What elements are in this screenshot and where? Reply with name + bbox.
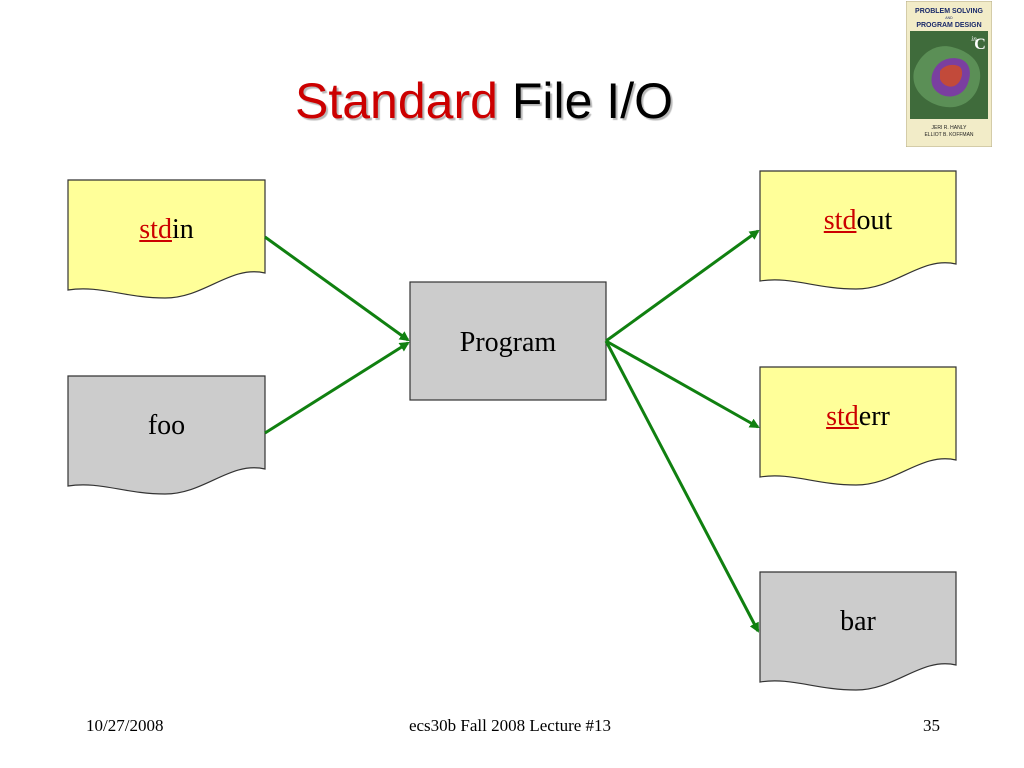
stdin-file-shape — [67, 179, 266, 299]
foo-label: foo — [147, 410, 186, 441]
bar-label: bar — [840, 606, 876, 637]
stderr-label: stderr — [826, 401, 890, 432]
svg-text:C: C — [974, 36, 986, 53]
foo-file-shape — [67, 375, 266, 495]
slide-title: Standard File I/O — [0, 66, 968, 136]
stderr-file-shape — [759, 366, 957, 486]
svg-text:PROGRAM DESIGN: PROGRAM DESIGN — [916, 22, 981, 29]
stdin-label: stdin — [139, 214, 194, 245]
svg-text:AND: AND — [945, 16, 953, 20]
footer-course: ecs30b Fall 2008 Lecture #13 — [408, 716, 612, 735]
svg-text:in: in — [971, 35, 977, 43]
svg-text:JERI R. HANLY: JERI R. HANLY — [932, 125, 968, 131]
footer-date: 10/27/2008 — [86, 716, 164, 735]
svg-text:ELLIOT B. KOFFMAN: ELLIOT B. KOFFMAN — [924, 132, 973, 138]
program-label: Program — [459, 327, 557, 358]
title-rest: File I/O — [511, 73, 673, 129]
stdout-label: stdout — [823, 205, 893, 236]
footer-page-number: 35 — [923, 716, 940, 735]
program-box — [409, 281, 607, 401]
bar-file-shape — [759, 571, 957, 691]
arrow-program-to-stdout — [605, 229, 760, 343]
arrow-stdin-to-program — [264, 235, 410, 342]
title-accent: Standard — [295, 73, 498, 129]
arrow-foo-to-program — [264, 341, 410, 435]
book-cover-image: PROBLEM SOLVING AND PROGRAM DESIGN in C … — [906, 1, 992, 147]
arrow-program-to-stderr — [605, 339, 760, 429]
arrow-program-to-bar — [604, 340, 760, 633]
svg-text:PROBLEM SOLVING: PROBLEM SOLVING — [915, 8, 983, 15]
stdout-file-shape — [759, 170, 957, 290]
